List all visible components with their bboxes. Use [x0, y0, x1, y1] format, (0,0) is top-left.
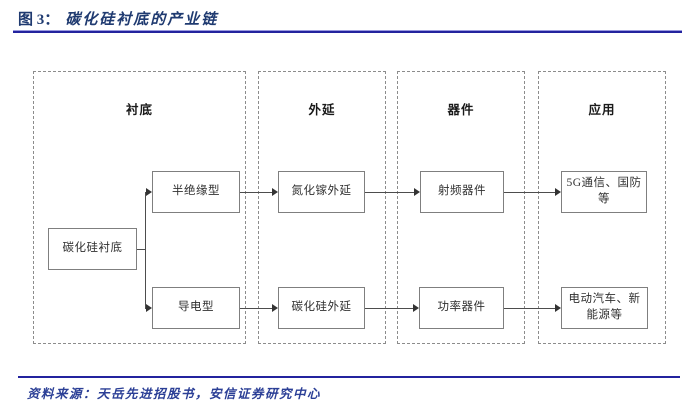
- arrowhead-to-gan-epitaxy: [272, 188, 278, 196]
- connector-rf-to-app: [504, 192, 555, 193]
- node-application-ev-newenergy: 电动汽车、新能源等: [561, 287, 648, 329]
- connector-sic-to-power: [365, 308, 413, 309]
- node-power-devices: 功率器件: [419, 287, 504, 329]
- stage-label-epitaxy: 外延: [308, 103, 336, 117]
- footer-rule: [18, 376, 680, 378]
- stage-label-device: 器件: [447, 103, 475, 117]
- connector-branch-vertical: [145, 192, 146, 309]
- stage-column-substrate: 衬底: [33, 71, 246, 344]
- node-sic-substrate: 碳化硅衬底: [48, 228, 137, 270]
- stage-label-substrate: 衬底: [125, 103, 153, 117]
- connector-gan-to-rf: [365, 192, 414, 193]
- connector-conductive-to-sic: [240, 308, 272, 309]
- stage-label-application: 应用: [588, 103, 616, 117]
- arrowhead-to-power-devices: [413, 304, 419, 312]
- arrowhead-to-conductive: [146, 304, 152, 312]
- title-underline: [13, 30, 682, 33]
- figure-title: 图 3： 碳化硅衬底的产业链: [18, 8, 218, 29]
- arrowhead-to-app-ev: [555, 304, 561, 312]
- node-rf-devices: 射频器件: [420, 171, 504, 213]
- source-attribution: 资料来源：天岳先进招股书，安信证券研究中心: [27, 387, 322, 401]
- arrowhead-to-semi-insulating: [146, 188, 152, 196]
- stage-column-application: 应用: [538, 71, 666, 344]
- node-sic-epitaxy: 碳化硅外延: [278, 287, 365, 329]
- connector-semi-to-gan: [240, 192, 272, 193]
- node-gan-epitaxy: 氮化镓外延: [278, 171, 365, 213]
- connector-power-to-app: [504, 308, 555, 309]
- figure-title-text: 碳化硅衬底的产业链: [65, 12, 219, 28]
- node-conductive: 导电型: [152, 287, 240, 329]
- connector-substrate-stub: [137, 249, 146, 250]
- stage-column-epitaxy: 外延: [258, 71, 386, 344]
- arrowhead-to-rf-devices: [414, 188, 420, 196]
- arrowhead-to-app-5g: [555, 188, 561, 196]
- figure-number-label: 图 3：: [18, 12, 60, 28]
- stage-column-device: 器件: [397, 71, 525, 344]
- node-semi-insulating: 半绝缘型: [152, 171, 240, 213]
- node-application-5g-defense: 5G通信、国防等: [561, 171, 647, 213]
- arrowhead-to-sic-epitaxy: [272, 304, 278, 312]
